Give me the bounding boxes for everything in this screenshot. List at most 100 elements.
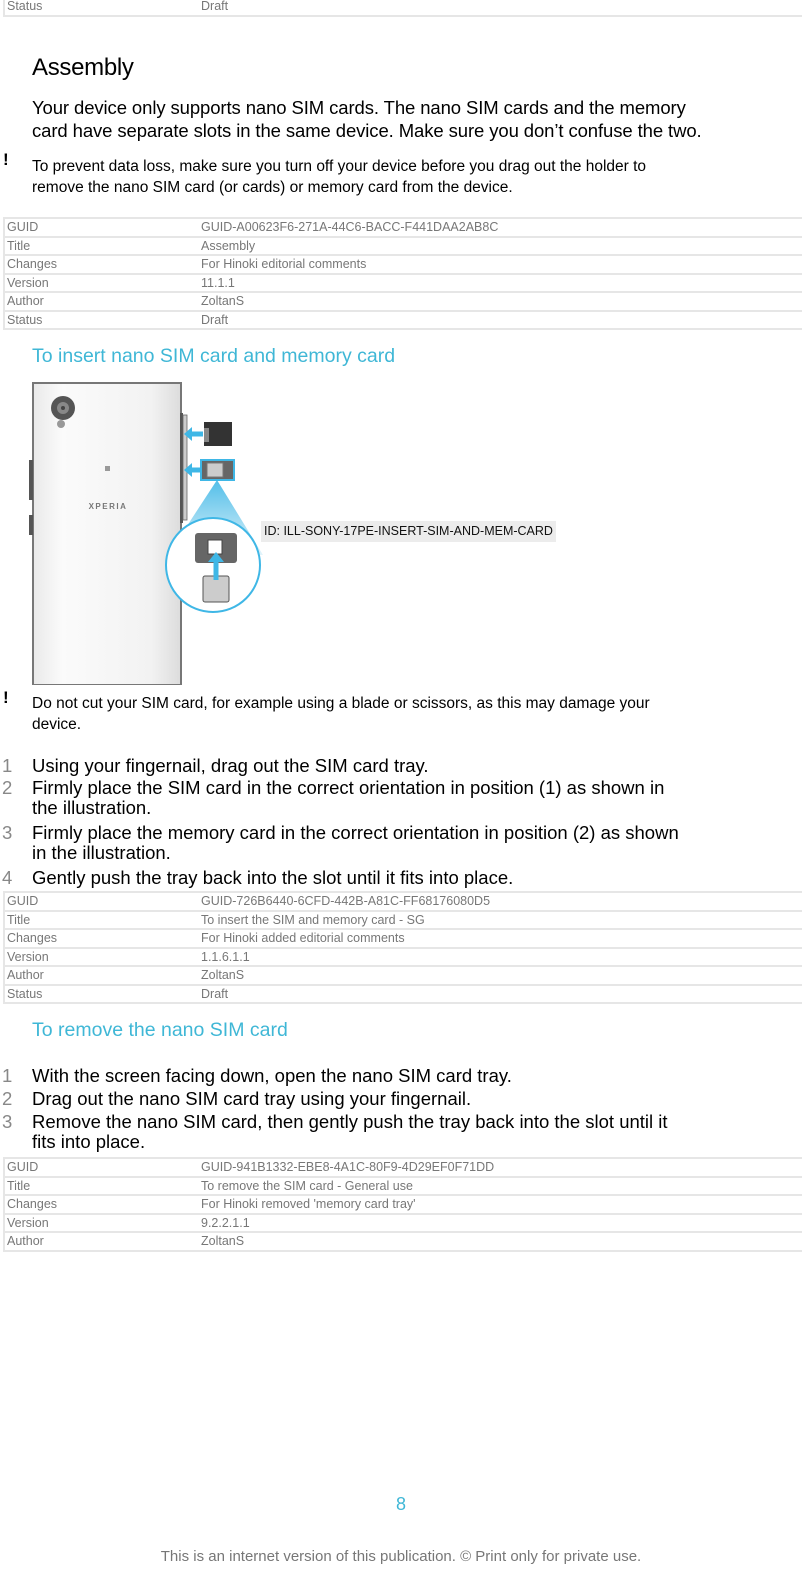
- step-text: With the screen facing down, open the na…: [32, 1065, 512, 1086]
- warning-icon: !: [3, 688, 9, 707]
- meta-key: Title: [4, 236, 199, 256]
- meta-value: Draft: [201, 312, 229, 327]
- list-item: 1 With the screen facing down, open the …: [0, 1066, 802, 1086]
- list-item: 1 Using your fingernail, drag out the SI…: [0, 756, 802, 776]
- meta-key: Version: [4, 947, 199, 967]
- step-line: Firmly place the memory card in the corr…: [32, 822, 679, 843]
- meta-value: To insert the SIM and memory card - SG: [199, 910, 802, 930]
- meta-key: GUID: [4, 218, 199, 238]
- meta-value: 9.2.2.1.1: [199, 1213, 802, 1233]
- meta-value: For Hinoki editorial comments: [199, 255, 802, 275]
- step-text: Remove the nano SIM card, then gently pu…: [32, 1112, 772, 1152]
- meta-key: Version: [4, 1213, 199, 1233]
- page-title: Assembly: [32, 54, 134, 81]
- assembly-intro: Your device only supports nano SIM cards…: [32, 96, 802, 142]
- meta-key: GUID: [4, 892, 199, 912]
- step-number: 4: [2, 867, 13, 888]
- step-line: Remove the nano SIM card, then gently pu…: [32, 1111, 668, 1132]
- step-text: Firmly place the SIM card in the correct…: [32, 778, 772, 818]
- section-heading-remove: To remove the nano SIM card: [32, 1019, 288, 1041]
- intro-line: card have separate slots in the same dev…: [32, 120, 702, 141]
- note-line: To prevent data loss, make sure you turn…: [32, 158, 647, 175]
- warning-icon: !: [3, 150, 9, 169]
- step-number: 3: [2, 822, 13, 843]
- meta-key: Author: [4, 292, 199, 312]
- list-item: 2 Firmly place the SIM card in the corre…: [0, 778, 802, 820]
- list-item: 3 Firmly place the memory card in the co…: [0, 823, 802, 865]
- meta-key: Changes: [4, 255, 199, 275]
- meta-value: To remove the SIM card - General use: [199, 1176, 802, 1196]
- meta-key: Title: [4, 910, 199, 930]
- meta-key: Status: [7, 0, 43, 14]
- list-item: 3 Remove the nano SIM card, then gently …: [0, 1112, 802, 1154]
- list-item: 4 Gently push the tray back into the slo…: [0, 868, 802, 888]
- note-line: device.: [32, 715, 82, 733]
- meta-value: For Hinoki removed 'memory card tray': [199, 1195, 802, 1215]
- meta-key: Changes: [4, 1195, 199, 1215]
- meta-value: 1.1.6.1.1: [199, 947, 802, 967]
- warning-note: To prevent data loss, make sure you turn…: [32, 157, 802, 198]
- meta-key: Changes: [4, 929, 199, 949]
- step-number: 2: [2, 1088, 13, 1109]
- meta-value: GUID-941B1332-EBE8-4A1C-80F9-4D29EF0F71D…: [199, 1158, 802, 1178]
- meta-key: Author: [4, 966, 199, 986]
- step-line: in the illustration.: [32, 842, 171, 863]
- meta-value: ZoltanS: [201, 1234, 245, 1249]
- list-item: 2 Drag out the nano SIM card tray using …: [0, 1089, 802, 1109]
- meta-key: Status: [7, 312, 43, 327]
- note-line: Do not cut your SIM card, for example us…: [32, 695, 650, 712]
- meta-value: Assembly: [199, 236, 802, 256]
- step-line: Firmly place the SIM card in the correct…: [32, 777, 665, 798]
- meta-value: GUID-A00623F6-271A-44C6-BACC-F441DAA2AB8…: [199, 218, 802, 238]
- footer-notice: This is an internet version of this publ…: [160, 1548, 642, 1565]
- meta-value: For Hinoki added editorial comments: [199, 929, 802, 949]
- step-text: Gently push the tray back into the slot …: [32, 867, 514, 888]
- step-line: fits into place.: [32, 1131, 146, 1152]
- table-row: Author ZoltanS: [4, 1232, 802, 1251]
- meta-value: ZoltanS: [199, 292, 802, 312]
- illustration-id-tag: ID: ILL-SONY-17PE-INSERT-SIM-AND-MEM-CAR…: [261, 521, 556, 542]
- step-text: Drag out the nano SIM card tray using yo…: [32, 1088, 472, 1109]
- meta-value: 11.1.1: [199, 273, 802, 293]
- step-number: 3: [2, 1111, 13, 1132]
- svg-text:XPERIA: XPERIA: [89, 502, 128, 511]
- meta-value: Draft: [201, 0, 229, 14]
- step-number: 2: [2, 777, 13, 798]
- meta-value: GUID-726B6440-6CFD-442B-A81C-FF68176080D…: [199, 892, 802, 912]
- section-heading-insert: To insert nano SIM card and memory card: [32, 345, 396, 367]
- meta-value: ZoltanS: [199, 966, 802, 986]
- table-row: Status Draft: [4, 0, 802, 16]
- intro-line: Your device only supports nano SIM cards…: [32, 97, 686, 118]
- step-text: Firmly place the memory card in the corr…: [32, 823, 772, 863]
- table-row: Status Draft: [4, 311, 802, 330]
- meta-key: Author: [7, 1234, 44, 1249]
- top-meta-table: Status Draft: [3, 0, 802, 17]
- meta-key: Version: [4, 273, 199, 293]
- meta-key: GUID: [4, 1158, 199, 1178]
- meta-key: Title: [4, 1176, 199, 1196]
- warning-note: Do not cut your SIM card, for example us…: [32, 694, 802, 735]
- step-number: 1: [2, 755, 13, 776]
- meta-key: Status: [7, 986, 43, 1001]
- phone-illustration-icon: XPERIA: [29, 382, 263, 686]
- step-text: Using your fingernail, drag out the SIM …: [32, 755, 429, 776]
- note-line: remove the nano SIM card (or cards) or m…: [32, 178, 513, 196]
- sim-insert-illustration: XPERIA: [28, 380, 268, 686]
